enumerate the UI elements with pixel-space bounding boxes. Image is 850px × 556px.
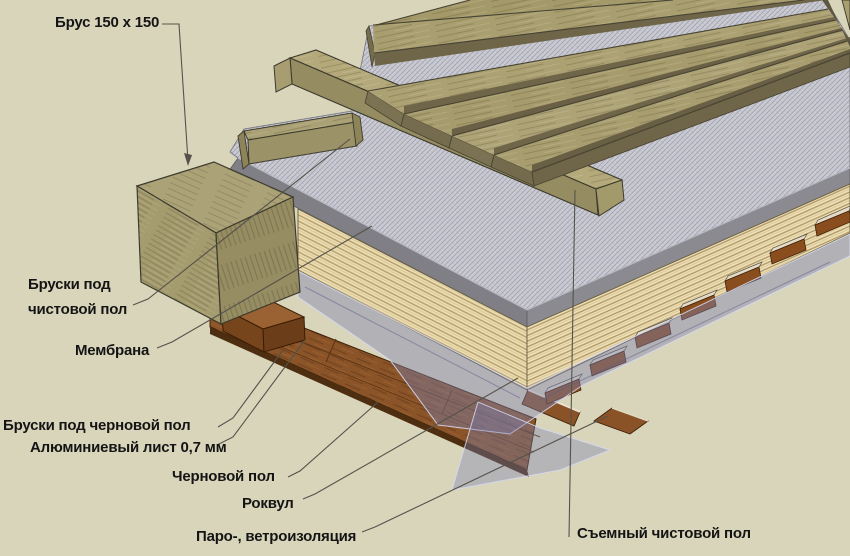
finish-floor-planks	[364, 0, 850, 187]
label-aluminum-sheet: Алюминиевый лист 0,7 мм	[30, 439, 227, 456]
label-vapor-wind-insulation: Паро-, ветроизоляция	[196, 528, 357, 545]
label-membrane: Мембрана	[75, 342, 150, 359]
label-rockwool: Роквул	[242, 495, 294, 512]
film-corner-wedge	[451, 401, 612, 491]
subfloor-battens-row	[544, 205, 850, 405]
arrowhead	[184, 153, 192, 166]
leader-lines	[132, 23, 609, 538]
rockwool-layer	[297, 183, 850, 391]
label-subfloor: Черновой пол	[172, 468, 275, 485]
label-battens-subfloor: Бруски под черновой пол	[3, 417, 191, 434]
label-battens-finish-floor: Бруски под чистовой пол	[28, 276, 128, 318]
label-beam: Брус 150 х 150	[55, 14, 160, 31]
vapor-wind-film	[297, 233, 850, 491]
finish-floor-batten	[237, 112, 364, 170]
label-removable-finish-floor: Съемный чистовой пол	[577, 525, 751, 542]
corner-batten	[841, 0, 850, 31]
